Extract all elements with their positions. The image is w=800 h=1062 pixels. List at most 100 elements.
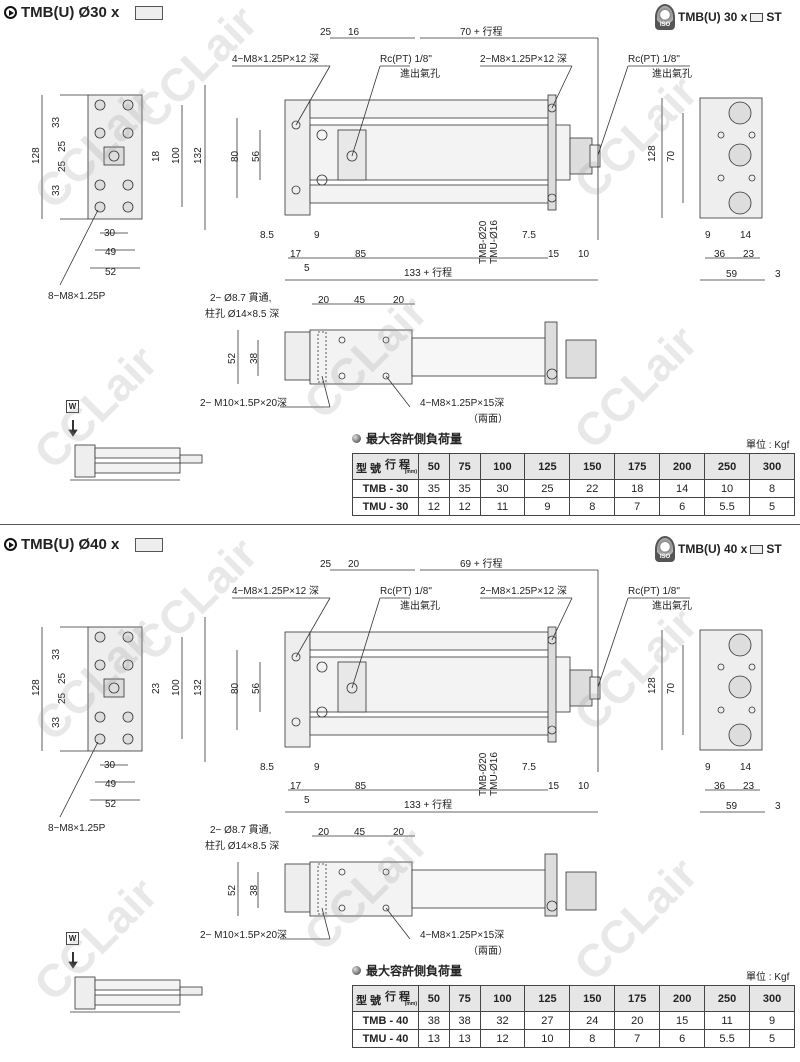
bolt-hole [94, 659, 106, 671]
bolt-hole [94, 711, 106, 723]
dimension-f30: 30 [104, 228, 116, 239]
dimension-t80: 80 [230, 150, 241, 162]
dimension-ttmb: TMB-Ø20 [478, 220, 489, 264]
dimension-b45: 45 [354, 827, 366, 838]
load-direction-w-box: W [66, 400, 79, 413]
dimension-rport: 進出氣孔 [652, 601, 692, 612]
load-cell: 15 [659, 1011, 706, 1030]
dimension-b45: 45 [354, 295, 366, 306]
load-direction-w-box: W [66, 932, 79, 945]
unit-label: 單位 : Kgf [746, 440, 790, 451]
stroke-column-header: 300 [749, 453, 795, 480]
dimension-t85: 85 [355, 249, 367, 260]
dimension-ttmu: TMU-Ø16 [489, 220, 500, 264]
dimension-f128: 128 [31, 679, 42, 696]
dimension-bm8: 4−M8×1.25P×15深 [420, 930, 505, 941]
stroke-placeholder-box [750, 12, 764, 22]
model-cell: TMU - 40 [352, 1029, 419, 1048]
dimension-f100: 100 [171, 679, 182, 696]
dimension-f52: 52 [105, 267, 117, 278]
dimension-fthread: 8−M8×1.25P [48, 291, 106, 302]
dimension-f132: 132 [193, 679, 204, 696]
side-view [597, 65, 765, 281]
load-cell: 30 [479, 479, 526, 498]
w-label: W [68, 402, 77, 411]
stroke-column-header: 200 [659, 453, 706, 480]
load-cell: 8 [569, 1029, 616, 1048]
stroke-column-header: 75 [448, 453, 481, 480]
dimension-t17: 17 [290, 781, 302, 792]
load-cell: 7 [614, 497, 661, 516]
title-text: TMB(U) Ø30 x [21, 4, 120, 21]
dimension-f18: 23 [151, 682, 162, 694]
dimension-t4m8: 4−M8×1.25P×12 深 [232, 586, 320, 597]
model-cell: TMU - 30 [352, 497, 419, 516]
iso-badge-icon: ISO [655, 4, 675, 30]
play-circle-icon [4, 6, 17, 19]
dimension-f25b: 25 [57, 692, 68, 704]
dimension-b1: 2− Ø8.7 貫通, [210, 293, 272, 304]
dimension-f52: 52 [105, 799, 117, 810]
side-view [597, 597, 765, 813]
section-title: TMB(U) Ø40 x [4, 536, 164, 553]
dimension-r36: 36 [714, 781, 726, 792]
load-cell: 8 [749, 479, 795, 498]
dimension-t9: 9 [314, 230, 320, 241]
title-text: TMB(U) Ø40 x [21, 536, 120, 553]
dimension-b52: 52 [227, 352, 238, 364]
bolt-hole [122, 99, 134, 111]
bolt-hole [122, 711, 134, 723]
load-cell: 32 [479, 1011, 526, 1030]
load-cell: 11 [704, 1011, 751, 1030]
load-cell: 13 [448, 1029, 481, 1048]
stroke-placeholder-box [135, 537, 164, 552]
stroke-column-header: 175 [614, 453, 661, 480]
side-load-diagram [68, 952, 203, 1013]
dimension-t80: 80 [230, 682, 241, 694]
load-cell: 38 [418, 1011, 450, 1030]
section-divider [0, 524, 800, 525]
dimension-f33b: 33 [51, 184, 62, 196]
dimension-r36: 36 [714, 249, 726, 260]
dimension-b20a: 20 [318, 295, 330, 306]
load-cell: 13 [418, 1029, 450, 1048]
bolt-hole [94, 127, 106, 139]
table-title: 最大容許側負荷量 [352, 430, 462, 447]
dimension-t9: 9 [314, 762, 320, 773]
load-cell: 5 [749, 497, 795, 516]
dimension-r70: 70 [666, 150, 677, 162]
dimension-bboth: （兩面） [468, 414, 508, 425]
dimension-t10: 10 [578, 781, 590, 792]
bolt-hole [94, 631, 106, 643]
stroke-header: 行 程 [384, 459, 410, 471]
dimension-b20a: 20 [318, 827, 330, 838]
bolt-hole [122, 659, 134, 671]
dimension-b38: 38 [249, 352, 260, 364]
dimension-fthread: 8−M8×1.25P [48, 823, 106, 834]
bolt-hole [94, 733, 106, 745]
load-cell: 9 [524, 497, 571, 516]
badge-text: ISO [659, 554, 671, 560]
dimension-f30: 30 [104, 760, 116, 771]
stroke-column-header: 200 [659, 985, 706, 1012]
top-view [232, 569, 601, 813]
corner-header: 行 程(mm)型 號 [352, 453, 419, 480]
dimension-r23: 23 [743, 249, 755, 260]
dimension-tstroke: 70 + 行程 [460, 27, 503, 38]
load-cell: 7 [614, 1029, 661, 1048]
dimension-r3: 3 [775, 269, 781, 280]
technical-drawing [41, 37, 765, 481]
dimension-tstroke: 69 + 行程 [460, 559, 503, 570]
load-cell: 5.5 [704, 497, 751, 516]
dimension-b20b: 20 [393, 827, 405, 838]
dimension-t85a: 8.5 [260, 762, 274, 773]
stroke-column-header: 100 [479, 453, 526, 480]
dimension-t75: 7.5 [522, 762, 536, 773]
top-view [232, 37, 601, 281]
dimension-bm8: 4−M8×1.25P×15深 [420, 398, 505, 409]
